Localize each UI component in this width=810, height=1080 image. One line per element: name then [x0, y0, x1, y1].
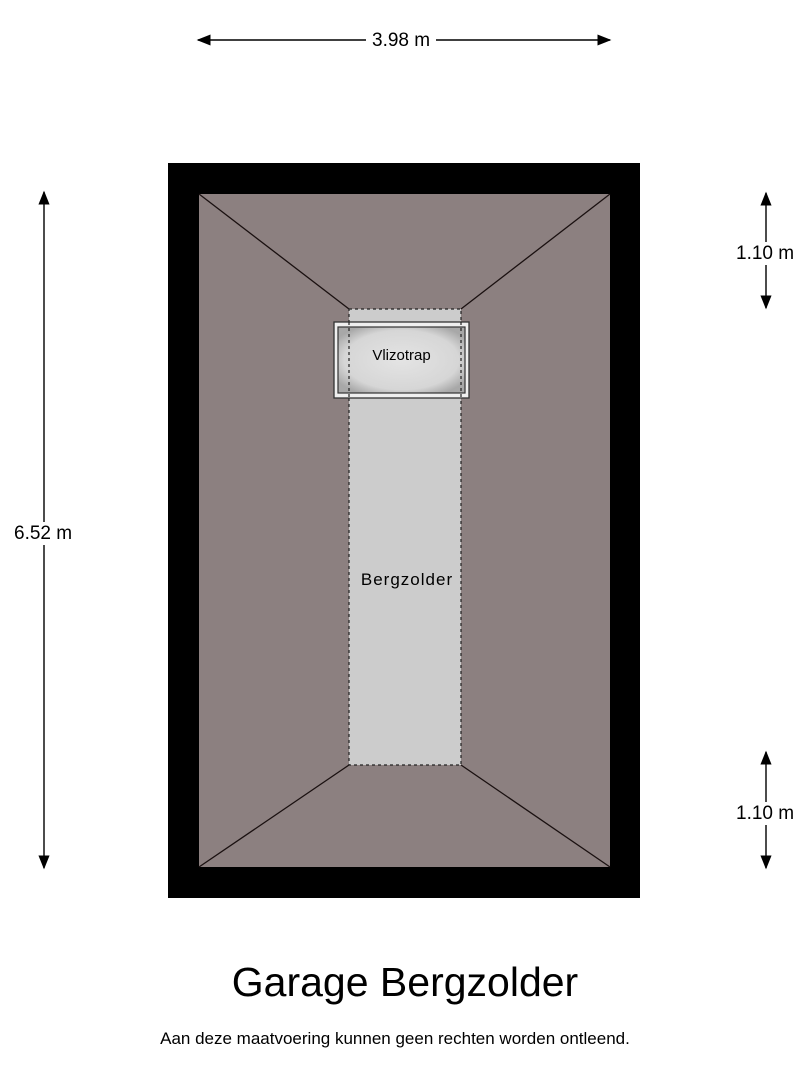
- bottom-offset-dimension-label: 1.10 m: [736, 802, 795, 825]
- disclaimer-text: Aan deze maatvoering kunnen geen rechten…: [160, 1029, 630, 1048]
- depth-dimension-label: 6.52 m: [12, 522, 75, 545]
- vlizotrap-hatch: [333, 321, 470, 399]
- top-offset-dimension-label: 1.10 m: [736, 242, 795, 265]
- room-label-bergzolder: Bergzolder: [360, 570, 454, 589]
- plan-title: Garage Bergzolder: [231, 959, 579, 1005]
- width-dimension-label: 3.98 m: [366, 31, 437, 50]
- roof-slope-lines: [198, 193, 611, 868]
- room-label-vlizotrap: Vlizotrap: [372, 347, 431, 364]
